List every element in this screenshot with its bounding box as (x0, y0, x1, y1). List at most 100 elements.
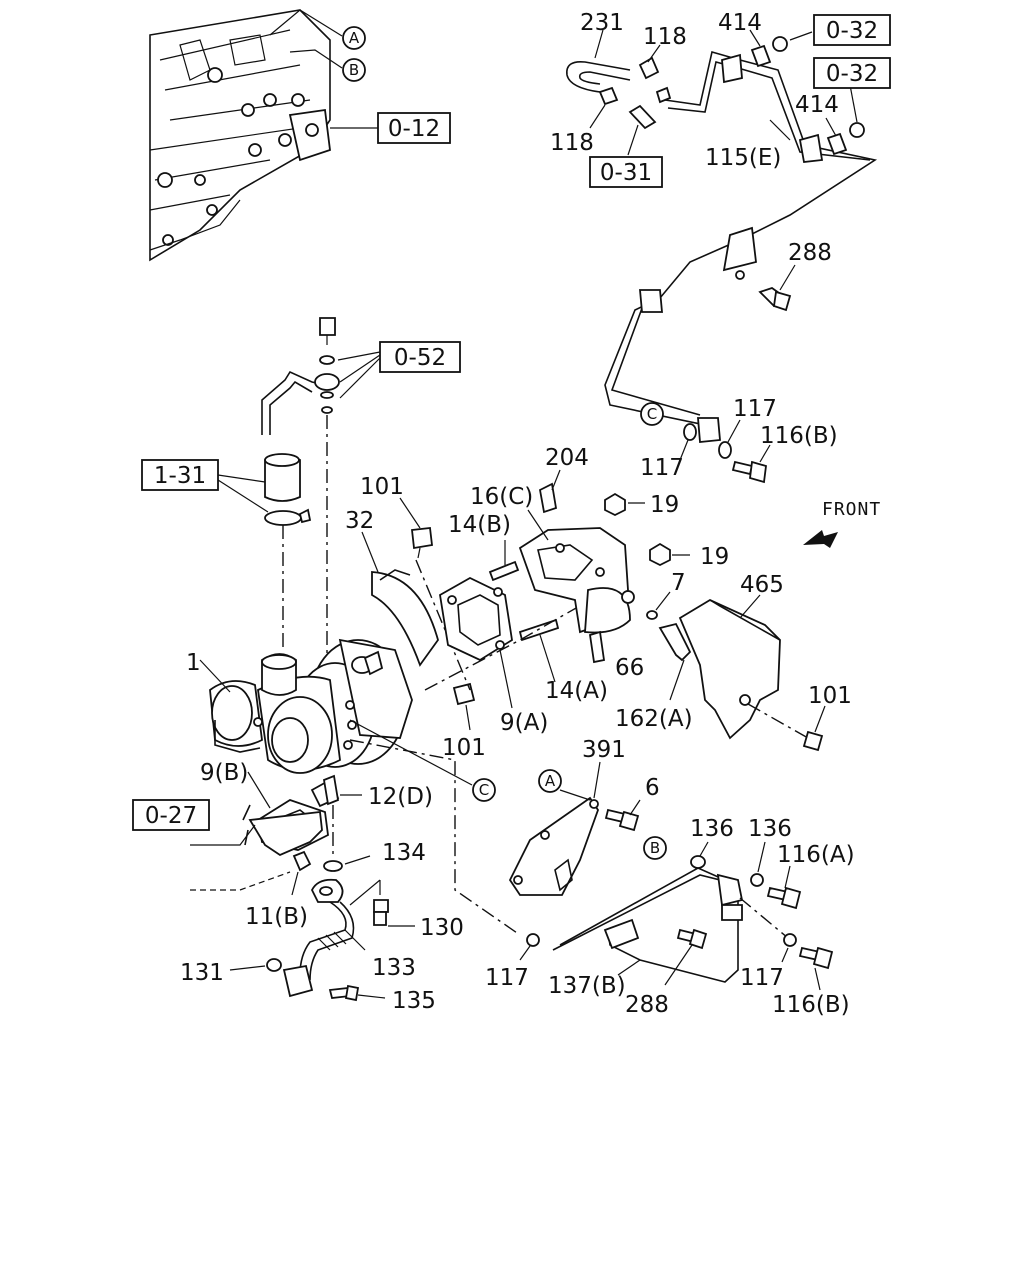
label-12d: 12(D) (368, 784, 433, 810)
outlet-flange (242, 804, 323, 857)
ref-box-1-31: 1-31 (141, 459, 219, 491)
svg-text:0-52: 0-52 (394, 345, 446, 371)
bolt-288-bottom (676, 928, 708, 950)
label-117-right: 117 (733, 396, 777, 422)
bolt-6 (604, 808, 640, 832)
label-414-right: 414 (795, 92, 839, 118)
clamp-118-top (638, 56, 660, 80)
bolt-162a (658, 622, 692, 662)
label-130: 130 (420, 915, 464, 941)
gasket-9a (439, 576, 513, 662)
label-19-bottom: 19 (700, 544, 729, 570)
bolt-101-upper (411, 527, 433, 559)
bolt-135 (328, 984, 360, 1002)
stud-14b (488, 560, 520, 582)
label-136-right: 136 (748, 816, 792, 842)
label-288-top: 288 (788, 240, 832, 266)
bolt-101-middle (452, 682, 476, 706)
callout-a-top: A (342, 26, 366, 50)
svg-text:A: A (545, 772, 556, 790)
label-118-top: 118 (643, 24, 687, 50)
label-6: 6 (645, 775, 660, 801)
washer-117-right (783, 933, 797, 947)
heat-shield-32 (363, 569, 439, 676)
label-131: 131 (180, 960, 224, 986)
svg-text:C: C (647, 405, 657, 423)
front-arrow-icon (803, 530, 838, 548)
label-204: 204 (545, 445, 589, 471)
label-137b: 137(B) (548, 973, 626, 999)
bolt-288-top (735, 270, 792, 312)
hose-231 (566, 60, 631, 93)
ref-box-0-52: 0-52 (379, 341, 461, 373)
hose-1-31 (264, 453, 312, 526)
washer-136-left (690, 855, 706, 869)
label-118-bottom: 118 (550, 130, 594, 156)
nut-11b (292, 850, 312, 872)
svg-text:1-31: 1-31 (154, 463, 206, 489)
ref-box-0-27: 0-27 (132, 799, 210, 831)
oring-134 (323, 860, 343, 872)
label-116b-top: 116(B) (760, 423, 838, 449)
pin-66 (588, 630, 606, 664)
label-101-right: 101 (808, 683, 852, 709)
washer-136-right (750, 873, 764, 887)
stud-12d (322, 774, 340, 806)
label-9a: 9(A) (500, 710, 548, 736)
label-136-left: 136 (690, 816, 734, 842)
ref-box-0-32-right: 0-32 (813, 57, 891, 89)
grommet-414-top (750, 44, 772, 68)
bolt-101-right (802, 730, 824, 752)
label-66: 66 (615, 655, 644, 681)
svg-text:0-32: 0-32 (826, 61, 878, 87)
svg-text:C: C (479, 781, 489, 799)
svg-text:0-27: 0-27 (145, 803, 197, 829)
pin-204 (538, 482, 558, 514)
svg-text:B: B (349, 61, 359, 79)
label-117-right-bottom: 117 (740, 965, 784, 991)
bracket-391 (508, 796, 600, 896)
svg-text:0-12: 0-12 (388, 116, 440, 142)
engine-block-illustration (149, 9, 331, 262)
bolt-116b-bottom (798, 946, 834, 970)
ref-box-0-12: 0-12 (377, 112, 451, 144)
clamp-118-bottom (598, 86, 619, 106)
front-direction-marker: FRONT (803, 499, 881, 548)
label-101-middle: 101 (442, 735, 486, 761)
label-1: 1 (186, 650, 201, 676)
callout-a-bottom: A (538, 769, 562, 793)
turbocharger-1 (209, 638, 413, 808)
svg-text:B: B (650, 839, 660, 857)
pipe-137b (552, 867, 744, 983)
svg-text:0-32: 0-32 (826, 18, 878, 44)
bolt-116a (766, 886, 802, 910)
washer-117-left (526, 933, 540, 947)
svg-text:FRONT: FRONT (822, 499, 881, 520)
label-14a: 14(A) (545, 678, 608, 704)
svg-text:0-31: 0-31 (600, 160, 652, 186)
callout-b-bottom: B (643, 836, 667, 860)
label-116b-bottom: 116(B) (772, 992, 850, 1018)
label-7: 7 (671, 570, 686, 596)
label-101-upper: 101 (360, 474, 404, 500)
pipe-115e (604, 50, 878, 443)
label-16c: 16(C) (470, 484, 533, 510)
exhaust-elbow-16c (518, 527, 635, 634)
callout-c-right: C (640, 402, 664, 426)
label-117-left-bottom: 117 (485, 965, 529, 991)
svg-text:A: A (349, 29, 360, 47)
bolt-130 (373, 899, 389, 926)
ref-box-0-32-top: 0-32 (813, 14, 891, 46)
label-19-top: 19 (650, 492, 679, 518)
label-162a: 162(A) (615, 706, 693, 732)
label-135: 135 (392, 988, 436, 1014)
callout-c-center: C (472, 778, 496, 802)
label-134: 134 (382, 840, 426, 866)
bolt-116b-top (731, 460, 767, 484)
label-116a: 116(A) (777, 842, 855, 868)
heat-shield-465 (678, 598, 781, 740)
label-32: 32 (345, 508, 374, 534)
label-14b: 14(B) (448, 512, 511, 538)
label-465: 465 (740, 572, 784, 598)
